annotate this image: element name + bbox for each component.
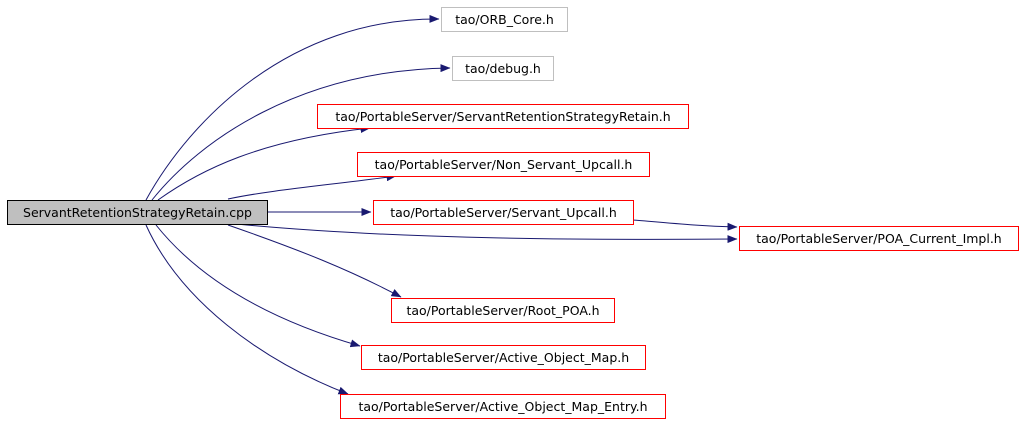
edge-root-to-srs-retain-h — [157, 125, 371, 201]
nodes-layer: ServantRetentionStrategyRetain.cpp tao/OR… — [7, 7, 1019, 419]
node-label: tao/debug.h — [465, 61, 541, 76]
node-non-servant-upcall[interactable]: tao/PortableServer/Non_Servant_Upcall.h — [357, 152, 650, 177]
node-label: tao/PortableServer/Active_Object_Map_Ent… — [358, 399, 647, 414]
node-label: tao/ORB_Core.h — [455, 12, 554, 27]
edge-root-to-orb-core — [145, 14, 440, 201]
node-box — [441, 7, 568, 32]
node-label: tao/PortableServer/Servant_Upcall.h — [390, 205, 617, 220]
edge-servant-upcall-to-poa-current-impl — [632, 219, 738, 231]
node-root[interactable]: ServantRetentionStrategyRetain.cpp — [7, 200, 268, 225]
node-servant-upcall[interactable]: tao/PortableServer/Servant_Upcall.h — [373, 200, 634, 225]
node-box — [317, 104, 689, 129]
node-box — [7, 200, 268, 225]
node-root-poa[interactable]: tao/PortableServer/Root_POA.h — [391, 298, 615, 323]
node-debug[interactable]: tao/debug.h — [452, 56, 554, 81]
node-poa-current-impl[interactable]: tao/PortableServer/POA_Current_Impl.h — [739, 226, 1019, 251]
node-orb-core[interactable]: tao/ORB_Core.h — [441, 7, 568, 32]
edges-layer — [145, 14, 738, 395]
node-active-object-map-entry[interactable]: tao/PortableServer/Active_Object_Map_Ent… — [340, 394, 666, 419]
edge-root-to-root-poa — [227, 224, 402, 298]
edge-root-to-active-object-map-entry — [145, 224, 349, 395]
node-box — [452, 56, 554, 81]
node-box — [340, 394, 666, 419]
edge-root-to-non-servant-upcall — [227, 173, 397, 200]
node-box — [391, 298, 615, 323]
edge-root-to-debug — [151, 64, 451, 201]
node-box — [361, 345, 646, 370]
node-box — [357, 152, 650, 177]
node-label: tao/PortableServer/Non_Servant_Upcall.h — [375, 157, 633, 172]
node-label: tao/PortableServer/POA_Current_Impl.h — [756, 231, 1001, 246]
node-srs-retain-h[interactable]: tao/PortableServer/ServantRetentionStrat… — [317, 104, 689, 129]
node-label: ServantRetentionStrategyRetain.cpp — [23, 205, 252, 220]
edge-root-to-active-object-map — [155, 224, 361, 348]
node-label: tao/PortableServer/ServantRetentionStrat… — [335, 109, 670, 124]
node-box — [373, 200, 634, 225]
node-box — [739, 226, 1019, 251]
edge-root-to-poa-current-impl — [235, 223, 738, 244]
node-active-object-map[interactable]: tao/PortableServer/Active_Object_Map.h — [361, 345, 646, 370]
node-label: tao/PortableServer/Active_Object_Map.h — [378, 350, 629, 365]
node-label: tao/PortableServer/Root_POA.h — [406, 303, 599, 318]
